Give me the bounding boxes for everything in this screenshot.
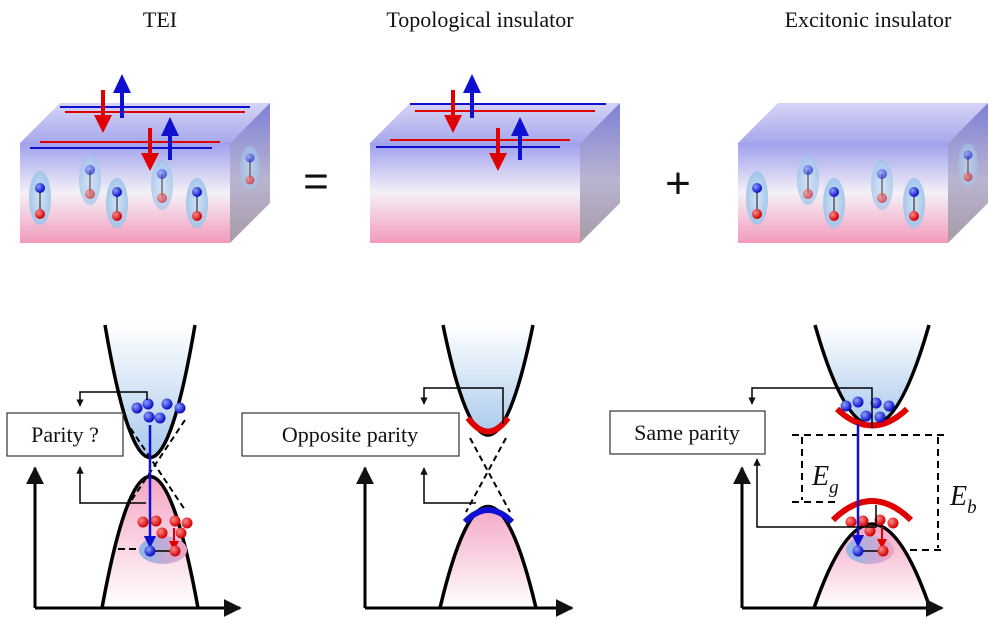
spin-down-arrow: [489, 128, 507, 171]
hole: [874, 514, 886, 526]
block-top-face: [20, 103, 270, 143]
dirac-cone-dashed: [465, 437, 507, 513]
conduction-band-curve: [441, 324, 535, 437]
hole: [137, 516, 149, 528]
binding-energy-label: Eb: [949, 481, 977, 518]
valence-band-curve: [812, 522, 932, 609]
band-edge-red: [830, 498, 914, 523]
parity-label-box: [241, 412, 460, 457]
parity-label-tei: Parity ?: [31, 422, 99, 447]
hole: [181, 517, 193, 529]
label-leader: [420, 387, 504, 424]
band-diagram-excitonic: Eg Eb Same parity: [609, 324, 977, 617]
bound-hole: [877, 545, 889, 557]
plus-sign: +: [665, 159, 691, 208]
spin-up-arrow: [511, 117, 529, 160]
label-leader: [76, 466, 146, 504]
spin-up-arrow: [161, 117, 179, 160]
exciton: [106, 178, 128, 228]
block-tei: [20, 74, 270, 243]
spin-down-arrow: [94, 90, 112, 133]
label-leader: [748, 387, 873, 428]
electron: [883, 400, 895, 412]
spin-down-arrow: [141, 128, 159, 171]
hole: [887, 517, 899, 529]
bound-electron: [852, 545, 864, 557]
exciton: [958, 143, 978, 187]
block-top-face: [370, 103, 620, 143]
exciton: [797, 155, 819, 205]
electron: [874, 411, 886, 423]
inverted-band-edge-red: [465, 416, 511, 435]
electron: [840, 400, 852, 412]
spin-up-arrow: [463, 74, 481, 118]
block-front-face: [370, 143, 580, 243]
exciton: [823, 178, 845, 228]
inverted-band-edge-blue: [462, 507, 515, 525]
label-leader: [420, 467, 476, 504]
parity-label-box: [6, 412, 124, 457]
electron: [143, 411, 155, 423]
electron: [174, 402, 186, 414]
electron: [161, 398, 173, 410]
electron: [870, 397, 882, 409]
block-excitonic-insulator: [738, 103, 988, 243]
hole: [857, 515, 869, 527]
electron: [142, 398, 154, 410]
electron: [852, 396, 864, 408]
exciton: [903, 178, 925, 228]
exciton: [746, 171, 768, 225]
band-diagram-tei: Parity ?: [6, 324, 242, 617]
hole: [156, 527, 168, 539]
dirac-cone-dashed: [469, 437, 511, 513]
exciton: [79, 155, 101, 205]
block-topological-insulator: [370, 74, 620, 243]
exciton: [240, 146, 260, 190]
hole: [150, 515, 162, 527]
title-excitonic-insulator: Excitonic insulator: [785, 7, 952, 32]
spin-down-arrow: [444, 90, 462, 133]
gap-energy-label: Eg: [811, 461, 839, 498]
parity-label-topological: Opposite parity: [282, 422, 418, 447]
hole: [864, 525, 876, 537]
hole: [169, 515, 181, 527]
spin-up-arrow: [113, 74, 131, 118]
title-topological-insulator: Topological insulator: [386, 7, 574, 32]
title-tei: TEI: [143, 7, 177, 32]
exciton: [29, 171, 51, 225]
electron: [131, 402, 143, 414]
label-leader: [76, 391, 148, 407]
parity-label-excitonic: Same parity: [634, 420, 740, 445]
bound-hole: [169, 545, 181, 557]
valence-band-curve: [438, 504, 538, 609]
equals-sign: =: [303, 157, 329, 206]
exciton: [186, 178, 208, 228]
hole: [845, 516, 857, 528]
dirac-cone-dashed: [124, 419, 186, 511]
band-diagram-topological: Opposite parity: [241, 324, 574, 617]
electron: [154, 412, 166, 424]
parity-label-box: [609, 410, 766, 455]
bound-electron: [144, 545, 156, 557]
exciton: [151, 160, 173, 210]
block-side-face: [580, 103, 620, 243]
block-top-face: [738, 103, 988, 143]
exciton: [871, 160, 893, 210]
electron: [860, 410, 872, 422]
hole: [175, 527, 187, 539]
label-leader: [753, 458, 877, 528]
